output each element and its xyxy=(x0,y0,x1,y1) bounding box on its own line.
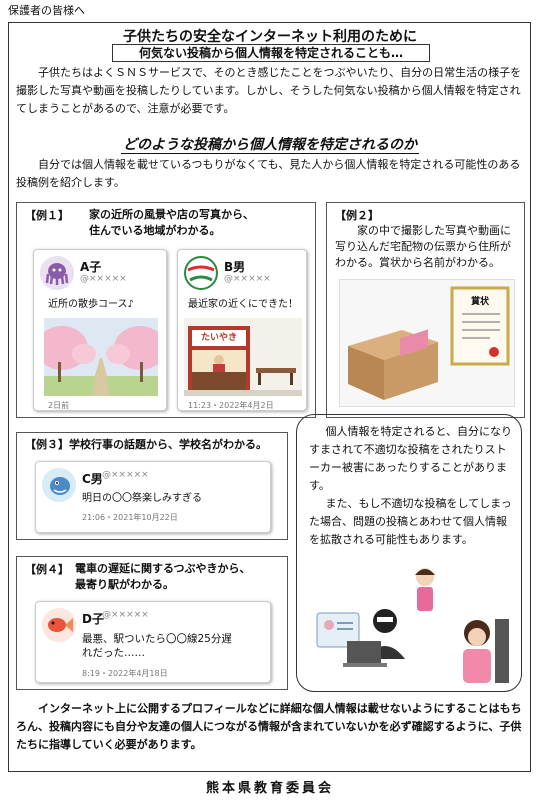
example4-desc-line1: 電車の遅延に関するつぶやきから、 xyxy=(75,562,251,575)
note-para2: また、もし不適切な投稿をしてしまった場合、問題の投稿とあわせて個人情報を拡散され… xyxy=(309,497,512,546)
parcel-certificate-photo: 賞状 xyxy=(339,279,515,407)
example1-box: 【例１】 家の近所の風景や店の写真から、 住んでいる地域がわかる。 A子 @××… xyxy=(16,202,316,418)
example4-label: 【例４】 xyxy=(25,563,69,576)
certificate-title: 賞状 xyxy=(470,297,489,307)
post-a-name: A子 xyxy=(80,260,102,274)
post-c-text: 明日の〇〇祭楽しみすぎる xyxy=(82,493,202,504)
example3-label: 【例３】 xyxy=(25,438,69,451)
post-card-d: D子 @××××× 最悪、駅ついたら〇〇線25分遅れだった…… 8:19・202… xyxy=(35,601,271,683)
post-a-handle: @××××× xyxy=(80,274,127,284)
example1-desc-line1: 家の近所の風景や店の写真から、 xyxy=(89,208,254,221)
example4-desc-line2: 最寄り駅がわかる。 xyxy=(75,578,174,591)
example3-box: 【例３】学校行事の話題から、学校名がわかる。 C男 @××××× 明日の〇〇祭楽… xyxy=(16,432,288,540)
post-d-text: 最悪、駅ついたら〇〇線25分遅れだった…… xyxy=(82,633,232,659)
post-d-name: D子 xyxy=(82,612,104,626)
post-a-text: 近所の散歩コース♪ xyxy=(48,299,134,310)
example2-desc: 家の中で撮影した写真や動画に写り込んだ宅配物の伝票から住所がわかる。賞状から名前… xyxy=(335,224,511,269)
post-d-handle: @××××× xyxy=(102,610,149,620)
post-b-name: B男 xyxy=(224,260,246,274)
stalker-illustration xyxy=(307,563,513,691)
content-frame xyxy=(8,22,531,772)
post-card-c: C男 @××××× 明日の〇〇祭楽しみすぎる 21:06・2021年10月22日 xyxy=(35,461,271,533)
header-note: 保護者の皆様へ xyxy=(8,4,85,17)
shop-sign: たいやき xyxy=(192,330,246,346)
section2-text: 自分では個人情報を載せているつもりがなくても、見た人から個人情報を特定される可能… xyxy=(16,158,521,189)
organization-name: 熊本県教育委員会 xyxy=(205,781,334,796)
post-b-text: 最近家の近くにできた！ xyxy=(188,299,298,310)
example3-header: 【例３】学校行事の話題から、学校名がわかる。 xyxy=(25,437,267,453)
warning-note: 個人情報を特定されると、自分になりすまされて不適切な投稿をされたりストーカー被害… xyxy=(296,414,522,692)
section1-heading: 何気ない投稿から個人情報を特定されることも… xyxy=(112,44,430,62)
post-b-time: 11:23・2022年4月2日 xyxy=(188,401,274,410)
taiyaki-shop-photo: たいやき xyxy=(184,318,302,396)
section1-text: 子供たちはよくＳＮＳサービスで、そのとき感じたことをつぶやいたり、自分の日常生活… xyxy=(16,66,522,115)
example1-desc-line2: 住んでいる地域がわかる。 xyxy=(89,224,221,237)
example4-desc: 電車の遅延に関するつぶやきから、 最寄り駅がわかる。 xyxy=(75,561,251,593)
section2-heading-text: どのような投稿から個人情報を特定されるのか xyxy=(121,137,419,154)
octopus-avatar-icon xyxy=(40,256,74,290)
post-card-a: A子 @××××× 近所の散歩コース♪ 2日前 xyxy=(33,249,167,411)
footer-text: インターネット上に公開するプロフィールなどに詳細な個人情報は載せないようにするこ… xyxy=(16,702,522,751)
post-c-time: 21:06・2021年10月22日 xyxy=(82,513,178,522)
post-b-handle: @××××× xyxy=(224,274,271,284)
note-para1: 個人情報を特定されると、自分になりすまされて不適切な投稿をされたりストーカー被害… xyxy=(309,425,513,492)
example3-desc: 学校行事の話題から、学校名がわかる。 xyxy=(69,438,267,451)
page-title: 子供たちの安全なインターネット利用のために xyxy=(123,29,417,45)
example1-desc: 家の近所の風景や店の写真から、 住んでいる地域がわかる。 xyxy=(89,207,254,239)
section2-heading: どのような投稿から個人情報を特定されるのか xyxy=(0,134,540,154)
example1-label: 【例１】 xyxy=(25,209,69,222)
post-card-b: B男 @××××× 最近家の近くにできた！ たいやき 11:23・2022年4月… xyxy=(177,249,307,411)
post-d-time: 8:19・2022年4月18日 xyxy=(82,669,168,678)
dinosaur-avatar-icon xyxy=(42,468,76,502)
goldfish-avatar-icon xyxy=(42,608,76,642)
example2-label: 【例２】 xyxy=(335,209,379,222)
post-a-time: 2日前 xyxy=(48,401,70,410)
example4-box: 【例４】 電車の遅延に関するつぶやきから、 最寄り駅がわかる。 D子 @××××… xyxy=(16,556,288,690)
post-c-handle: @××××× xyxy=(102,470,149,480)
cherry-blossom-path-photo xyxy=(36,318,166,400)
example2-box: 【例２】 家の中で撮影した写真や動画に写り込んだ宅配物の伝票から住所がわかる。賞… xyxy=(326,202,525,418)
volleyball-avatar-icon xyxy=(184,256,218,290)
post-c-name: C男 xyxy=(82,472,103,486)
